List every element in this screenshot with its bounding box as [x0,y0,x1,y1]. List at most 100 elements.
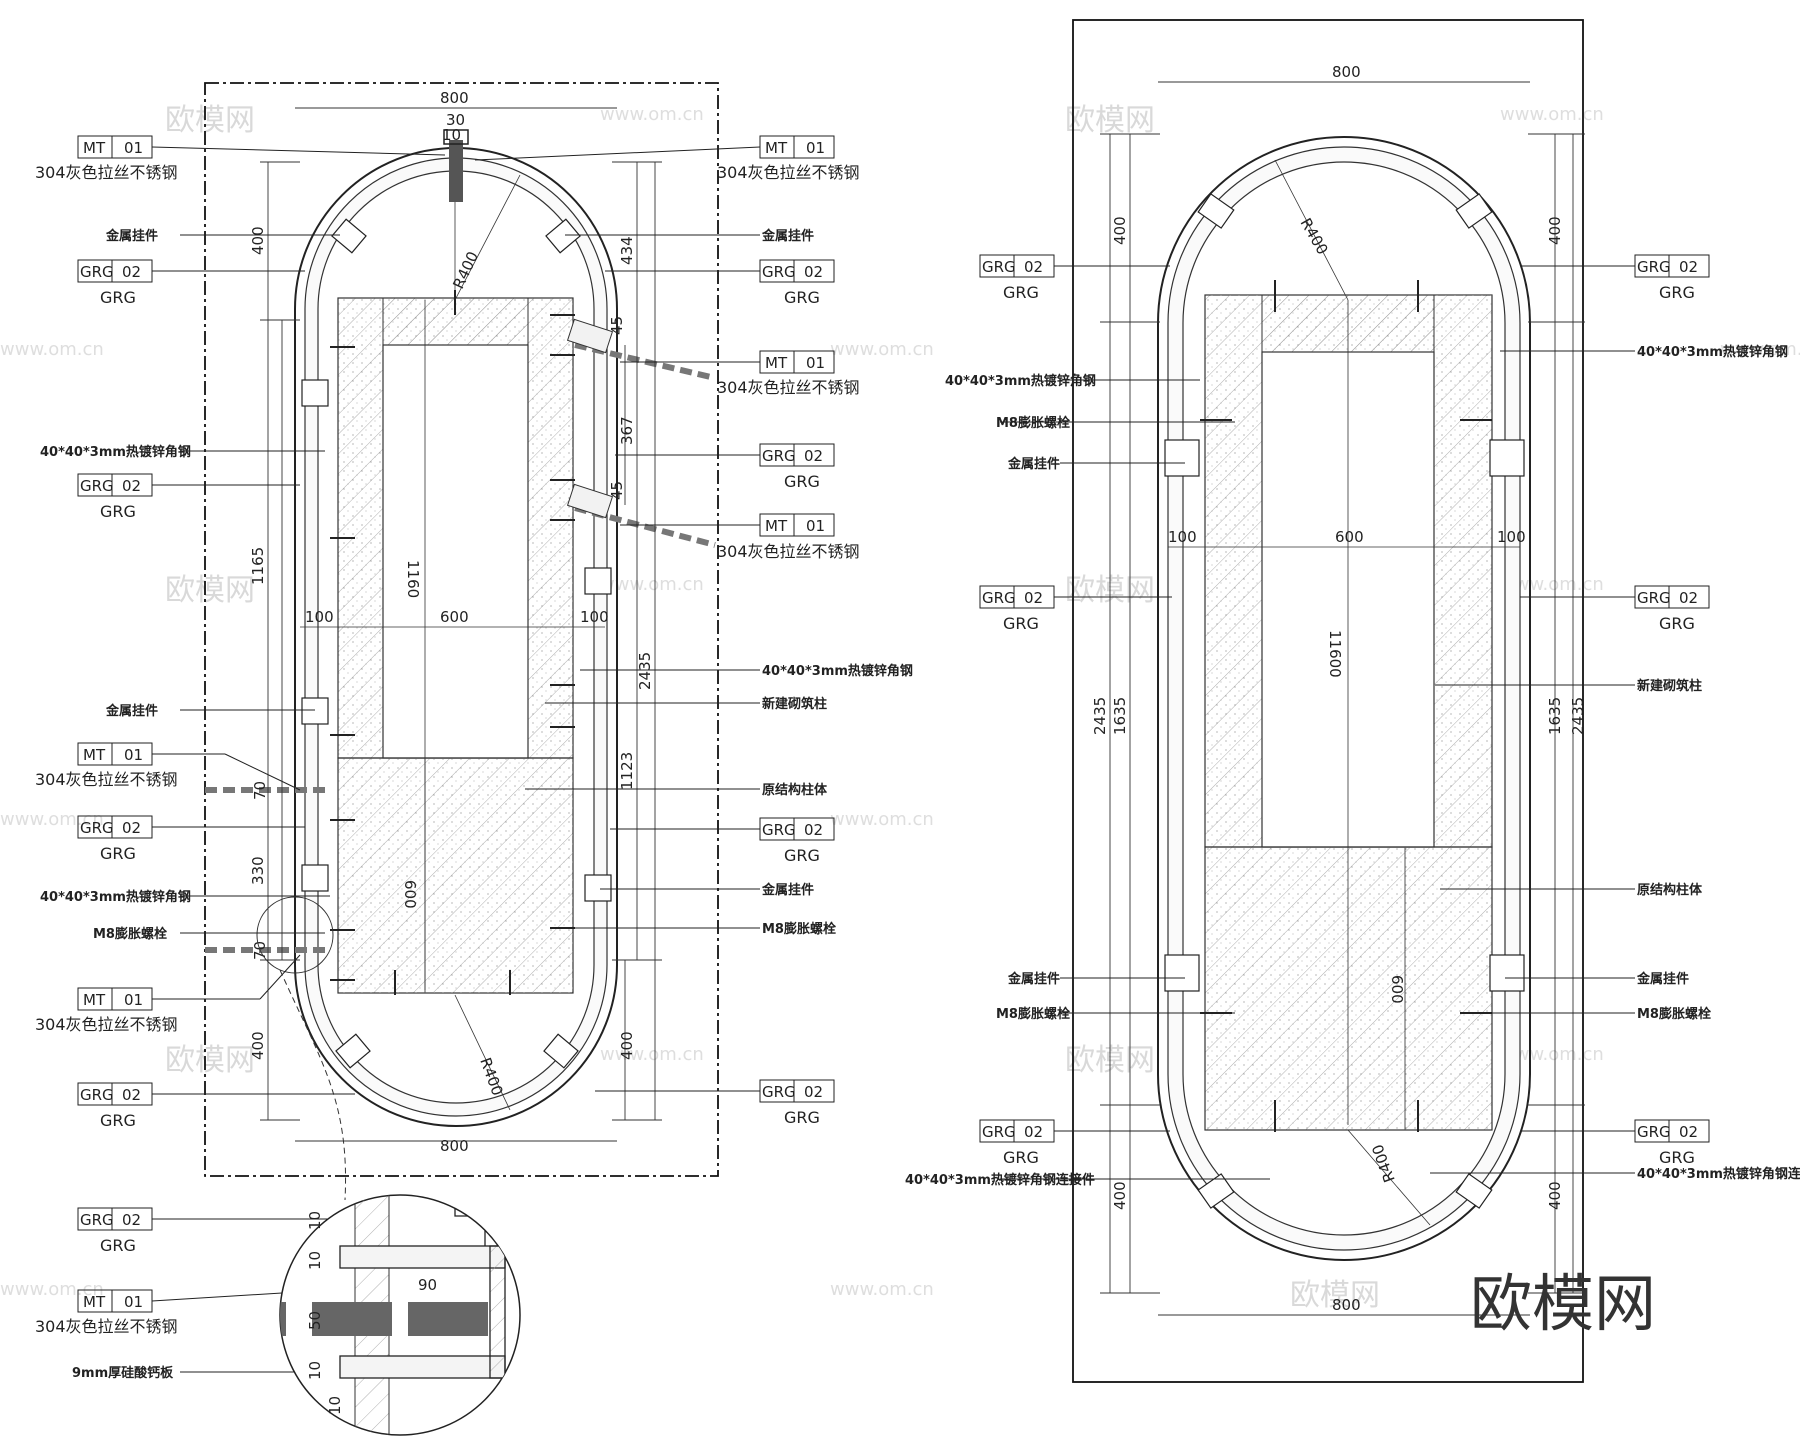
svg-text:40*40*3mm热镀锌角钢连接件: 40*40*3mm热镀锌角钢连接件 [1637,1166,1800,1182]
svg-text:400: 400 [1111,1181,1129,1210]
svg-text:600: 600 [1335,528,1364,546]
svg-text:02: 02 [1679,258,1698,276]
svg-text:GRG: GRG [982,258,1016,276]
svg-text:01: 01 [806,517,825,535]
svg-text:304灰色拉丝不锈钢: 304灰色拉丝不锈钢 [717,163,860,182]
svg-text:100: 100 [1168,528,1197,546]
svg-text:02: 02 [1679,1123,1698,1141]
svg-text:02: 02 [122,1086,141,1104]
svg-text:M8膨胀螺栓: M8膨胀螺栓 [93,926,167,942]
svg-text:400: 400 [1111,216,1129,245]
svg-text:70: 70 [251,781,269,800]
svg-text:www.om.cn: www.om.cn [830,339,934,360]
svg-text:GRG: GRG [80,1086,114,1104]
svg-text:40*40*3mm热镀锌角钢: 40*40*3mm热镀锌角钢 [40,889,191,905]
svg-text:100: 100 [1497,528,1526,546]
svg-text:02: 02 [1024,589,1043,607]
svg-text:02: 02 [804,263,823,281]
svg-text:1160: 1160 [404,560,422,598]
svg-text:45: 45 [608,316,626,335]
svg-text:40*40*3mm热镀锌角钢: 40*40*3mm热镀锌角钢 [1637,344,1788,360]
left-top-joint [449,140,463,202]
svg-text:M8膨胀螺栓: M8膨胀螺栓 [996,1006,1070,1022]
svg-text:304灰色拉丝不锈钢: 304灰色拉丝不锈钢 [35,1317,178,1336]
svg-text:GRG: GRG [100,502,136,521]
svg-text:欧模网: 欧模网 [165,103,255,138]
left-frame-boundary [204,82,719,1177]
svg-text:GRG: GRG [80,1211,114,1229]
svg-text:金属挂件: 金属挂件 [105,703,158,719]
svg-text:金属挂件: 金属挂件 [105,228,158,244]
svg-text:304灰色拉丝不锈钢: 304灰色拉丝不锈钢 [717,542,860,561]
svg-text:GRG: GRG [1659,283,1695,302]
svg-text:1123: 1123 [618,752,636,790]
svg-text:304灰色拉丝不锈钢: 304灰色拉丝不锈钢 [35,163,178,182]
svg-text:90: 90 [418,1276,437,1294]
svg-text:02: 02 [804,447,823,465]
svg-text:GRG: GRG [784,472,820,491]
svg-text:www.om.cn: www.om.cn [1500,574,1604,595]
svg-text:GRG: GRG [982,1123,1016,1141]
svg-text:304灰色拉丝不锈钢: 304灰色拉丝不锈钢 [35,1015,178,1034]
svg-text:金属挂件: 金属挂件 [761,228,814,244]
joint-detail: 90 10 10 50 10 10 [279,1194,521,1436]
svg-text:1635: 1635 [1546,697,1564,735]
svg-text:欧模网: 欧模网 [1290,1278,1380,1313]
svg-text:www.om.cn: www.om.cn [600,104,704,125]
svg-text:10: 10 [306,1211,324,1230]
svg-text:GRG: GRG [1637,589,1671,607]
svg-text:www.om.cn: www.om.cn [1500,1044,1604,1065]
svg-text:GRG: GRG [100,1236,136,1255]
svg-text:600: 600 [1388,975,1406,1004]
svg-text:01: 01 [806,354,825,372]
svg-text:434: 434 [618,236,636,265]
svg-text:2435: 2435 [1569,697,1587,735]
svg-text:M8膨胀螺栓: M8膨胀螺栓 [762,921,836,937]
svg-text:800: 800 [440,89,469,107]
svg-text:MT: MT [83,139,106,157]
svg-text:02: 02 [1679,589,1698,607]
svg-text:GRG: GRG [762,263,796,281]
svg-text:GRG: GRG [982,589,1016,607]
svg-text:www.om.cn: www.om.cn [1500,104,1604,125]
svg-text:400: 400 [249,226,267,255]
svg-text:www.om.cn: www.om.cn [1720,339,1800,360]
svg-text:GRG: GRG [100,1111,136,1130]
svg-text:www.om.cn: www.om.cn [600,1044,704,1065]
svg-text:304灰色拉丝不锈钢: 304灰色拉丝不锈钢 [35,770,178,789]
svg-text:1165: 1165 [249,547,267,585]
svg-text:GRG: GRG [1659,1148,1695,1167]
svg-text:欧模网: 欧模网 [165,1043,255,1078]
right-plan: 11600 600 100 600 100 R400 R400 [1072,19,1587,1383]
svg-text:欧模网: 欧模网 [165,573,255,608]
svg-text:40*40*3mm热镀锌角钢: 40*40*3mm热镀锌角钢 [40,444,191,460]
svg-text:www.om.cn: www.om.cn [600,574,704,595]
left-masonry-void [382,344,529,759]
svg-text:GRG: GRG [80,477,114,495]
svg-text:GRG: GRG [784,846,820,865]
svg-text:40*40*3mm热镀锌角钢连接件: 40*40*3mm热镀锌角钢连接件 [905,1172,1095,1188]
svg-text:欧模网: 欧模网 [1065,103,1155,138]
svg-text:800: 800 [440,1137,469,1155]
svg-text:600: 600 [440,608,469,626]
svg-text:GRG: GRG [762,821,796,839]
svg-text:2435: 2435 [636,652,654,690]
svg-text:MT: MT [765,139,788,157]
svg-text:600: 600 [401,880,419,909]
svg-text:02: 02 [804,1083,823,1101]
svg-text:GRG: GRG [784,1108,820,1127]
svg-text:GRG: GRG [80,263,114,281]
svg-text:400: 400 [618,1031,636,1060]
svg-text:50: 50 [306,1311,324,1330]
svg-text:GRG: GRG [1003,1148,1039,1167]
svg-text:10: 10 [442,126,461,144]
svg-text:M8膨胀螺栓: M8膨胀螺栓 [996,415,1070,431]
svg-text:30: 30 [446,111,465,129]
svg-text:GRG: GRG [762,447,796,465]
svg-text:GRG: GRG [762,1083,796,1101]
brand-logo: 欧模网 [1470,1267,1656,1340]
svg-text:02: 02 [122,1211,141,1229]
right-outer-grg-skin [1157,136,1531,1261]
svg-text:01: 01 [124,991,143,1009]
